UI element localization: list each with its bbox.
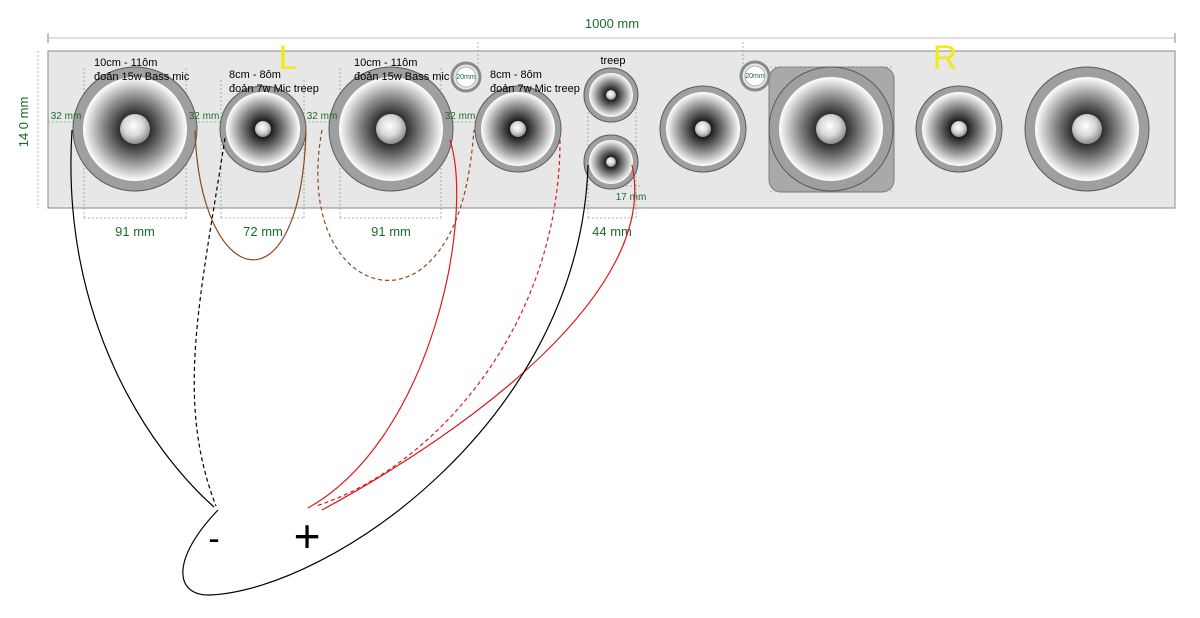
wire-positive-bass2 [307, 139, 458, 509]
bass-2-desc: đoản 15w Bass mic [354, 71, 450, 83]
driver-bass-left-2 [328, 66, 454, 192]
driver-tweeter-top [583, 67, 639, 123]
gap-label-1: 32 mm [51, 111, 82, 122]
wire-negative-bass1 [70, 129, 215, 508]
gap-label-3: 32 mm [307, 111, 338, 122]
driver-mid-left-2 [474, 85, 562, 173]
driver-mid-center [659, 85, 747, 173]
bass-1-spec: 10cm - 11ôm [94, 57, 157, 69]
wire-negative-tweeter-loop [182, 164, 589, 596]
tweeter-gap-label: 17 mm [616, 192, 647, 203]
right-channel-label: R [933, 39, 958, 77]
port-left-label: 20mm [456, 74, 476, 81]
driver-bass-left-1 [72, 66, 198, 192]
wiring [70, 129, 636, 596]
wire-link-bass1-mid1 [194, 129, 307, 261]
mid-2-spec: 8cm - 8ôm [490, 69, 542, 81]
bass-1-desc: đoản 15w Bass mic [94, 71, 190, 83]
port-right-label: 20mm [745, 73, 765, 80]
driver-large-right [768, 66, 894, 192]
width-label-tweeter: 44 mm [592, 224, 632, 239]
gap-label-4: 32 mm [445, 111, 476, 122]
bass-2-spec: 10cm - 11ôm [354, 57, 417, 69]
bass-port-right [739, 60, 771, 92]
wire-positive-tweeter [321, 164, 636, 511]
mid-1-desc: đoản 7w Mic treep [229, 83, 319, 95]
driver-mid-left-1 [219, 85, 307, 173]
board-height-label: 14 0 mm [16, 97, 31, 148]
driver-bass-right [1024, 66, 1150, 192]
width-label-bass-1: 91 mm [115, 224, 155, 239]
left-channel-label: L [279, 39, 298, 77]
negative-terminal: - [208, 520, 219, 558]
tweeter-label: treep [600, 55, 625, 67]
driver-mid-right [915, 85, 1003, 173]
board-width-label: 1000 mm [585, 16, 639, 31]
wire-positive-mid2 [315, 139, 561, 507]
mid-2-desc: đoản 7w Mic treep [490, 83, 580, 95]
width-label-bass-2: 91 mm [371, 224, 411, 239]
driver-tweeter-bottom [583, 134, 639, 190]
wire-link-mid1-bass2 [317, 129, 475, 281]
bass-port-left [450, 61, 482, 93]
positive-terminal: + [294, 510, 321, 562]
gap-label-2: 32 mm [189, 111, 220, 122]
mid-1-spec: 8cm - 8ôm [229, 69, 281, 81]
width-label-mid: 72 mm [243, 224, 283, 239]
